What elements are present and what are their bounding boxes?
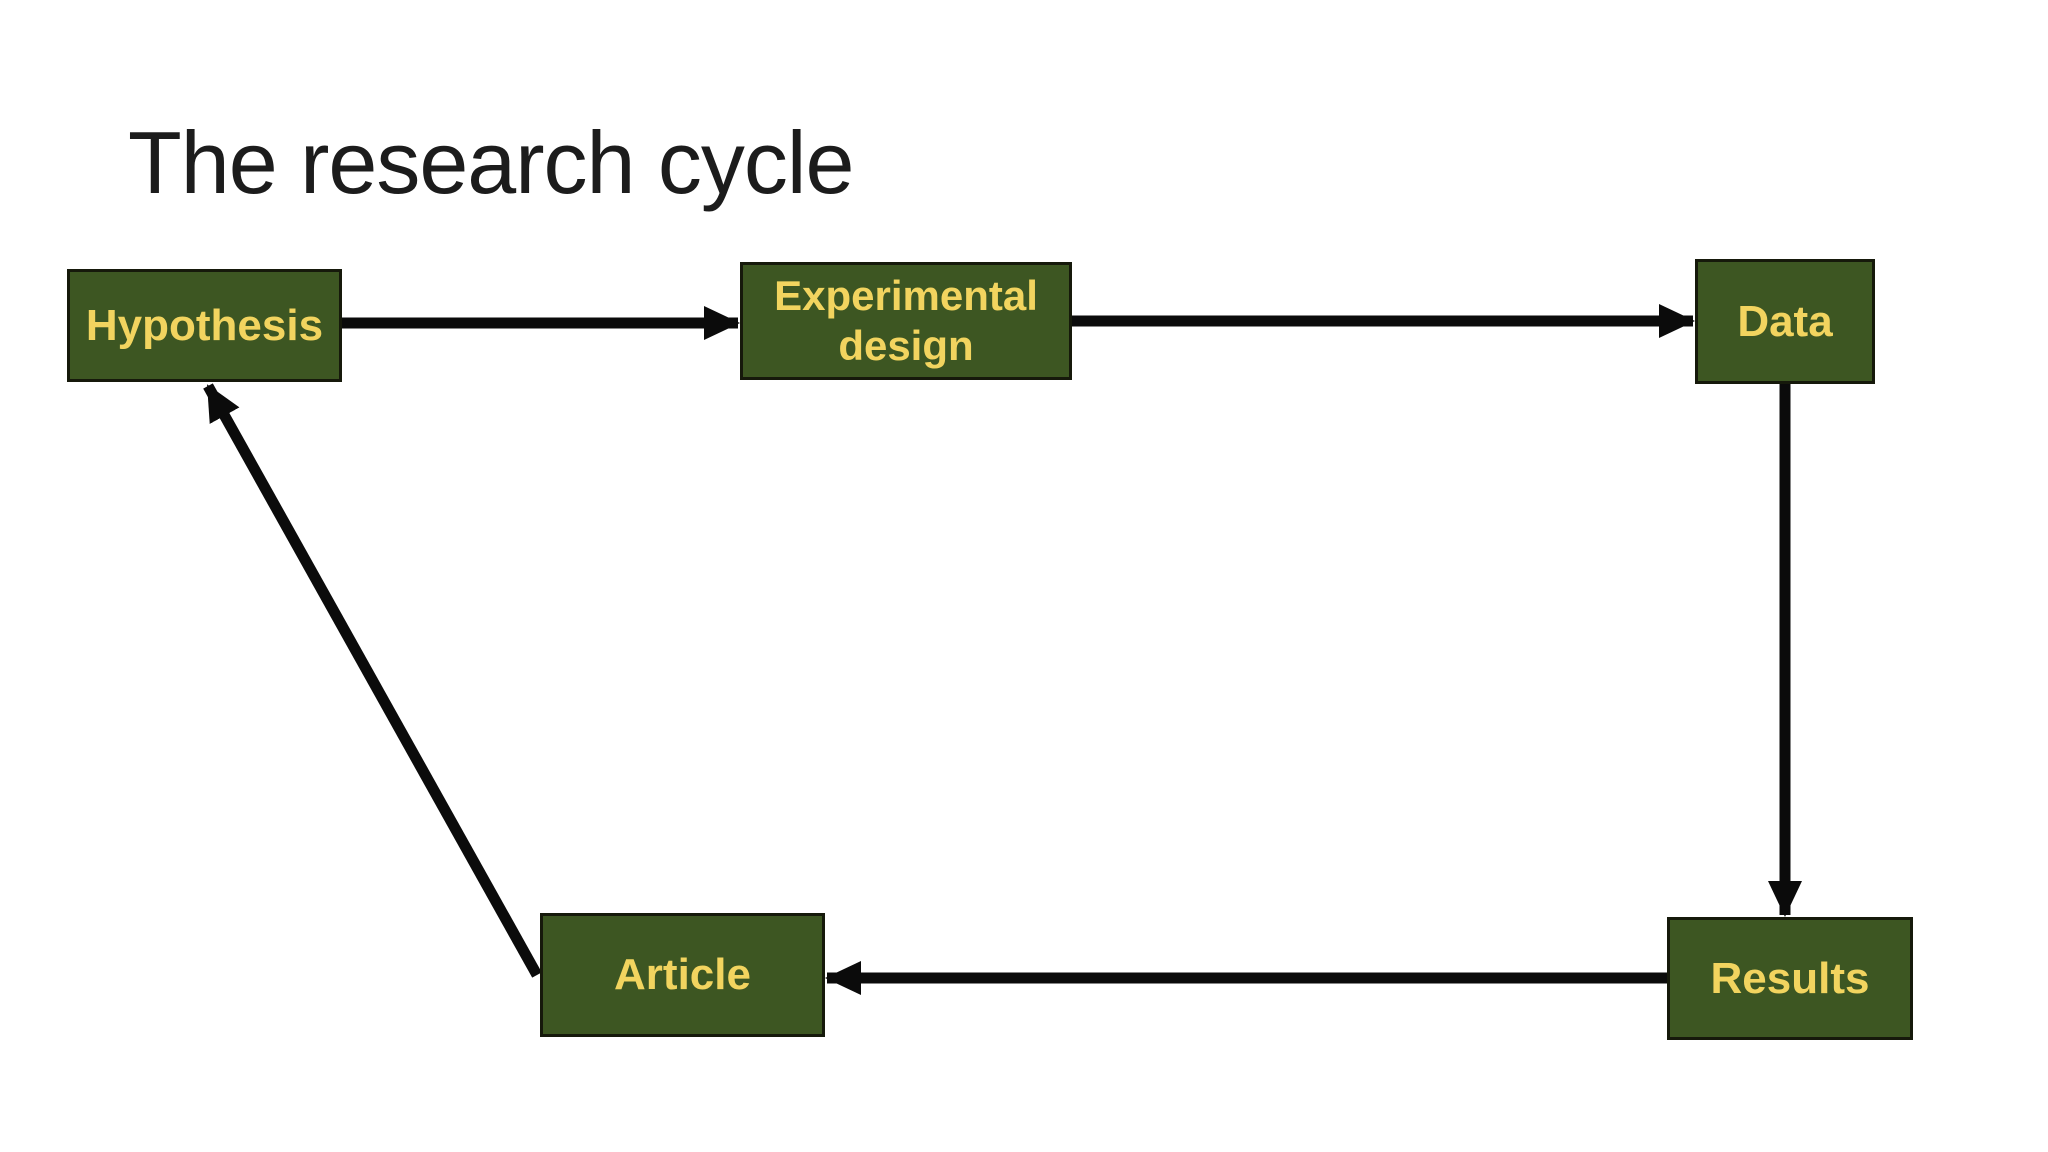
- node-data-label: Data: [1737, 296, 1833, 346]
- node-hypothesis-label: Hypothesis: [85, 300, 324, 350]
- node-results: Results: [1667, 917, 1913, 1040]
- node-article-label: Article: [614, 950, 751, 1000]
- node-hypothesis: Hypothesis: [67, 269, 342, 382]
- node-article: Article: [540, 913, 825, 1037]
- page-title: The research cycle: [128, 113, 854, 212]
- node-data: Data: [1695, 259, 1875, 384]
- arrow-article-to-hypothesis: [203, 383, 542, 978]
- node-experimental-design-label: Experimental design: [774, 272, 1038, 369]
- node-experimental-design: Experimental design: [740, 262, 1072, 380]
- node-results-label: Results: [1710, 953, 1870, 1003]
